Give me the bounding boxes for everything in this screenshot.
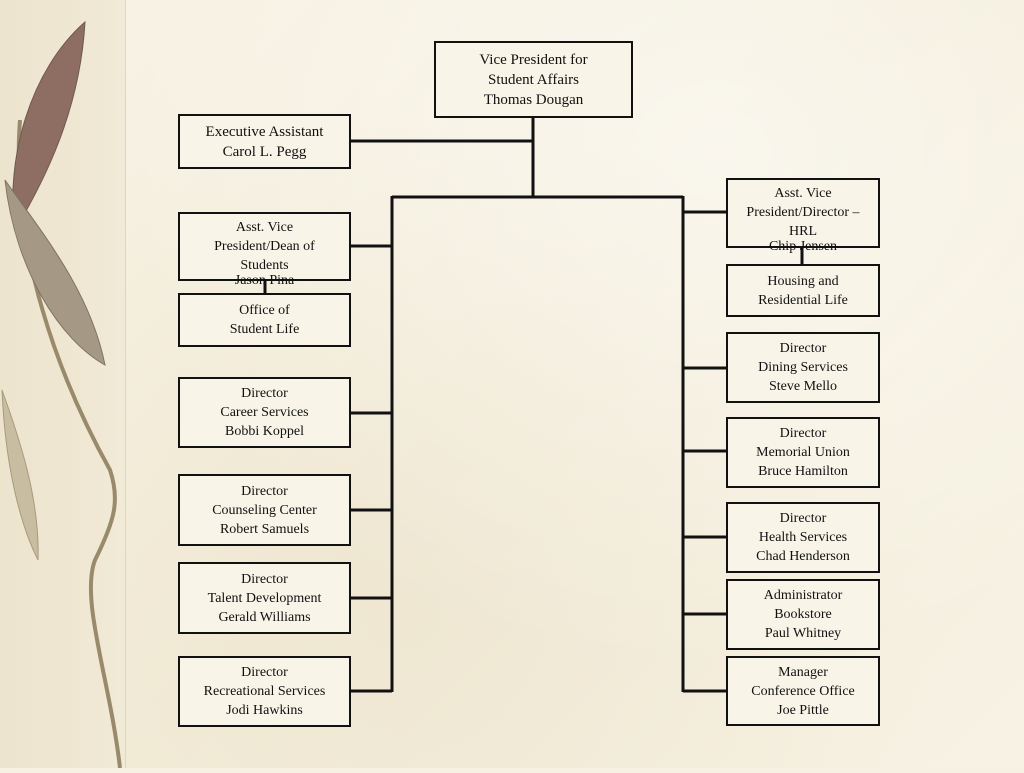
talent-line-2: Talent Development: [207, 590, 322, 606]
union-line-2: Memorial Union: [756, 445, 850, 460]
student-life-box: Office of Student Life: [178, 293, 351, 347]
housing-line-1: Housing and: [767, 273, 839, 289]
dean-line-4: Jason Pina: [234, 273, 295, 288]
dining-services-box: Director Dining Services Steve Mello: [726, 332, 880, 403]
health-line-1: Director: [779, 511, 827, 526]
exec-assistant-line-2: Carol L. Pegg: [222, 143, 307, 160]
housing-line-2: Residential Life: [758, 292, 848, 308]
vp-box: Vice President for Student Affairs Thoma…: [434, 41, 633, 118]
conference-line-1: Manager: [778, 664, 828, 680]
exec-assistant-line-1: Executive Assistant: [205, 123, 324, 140]
health-line-3: Chad Henderson: [756, 549, 850, 564]
career-services-box: Director Career Services Bobbi Koppel: [178, 377, 351, 448]
career-line-2: Career Services: [220, 405, 309, 420]
hrl-line-4: Chip Jensen: [768, 239, 838, 254]
vp-line-3: Thomas Dougan: [483, 91, 584, 108]
bookstore-line-3: Paul Whitney: [764, 626, 842, 641]
exec-assistant-box: Executive Assistant Carol L. Pegg: [178, 114, 351, 169]
career-line-3: Bobbi Koppel: [225, 424, 304, 439]
dean-line-2: President/Dean of: [214, 239, 315, 254]
talent-development-box: Director Talent Development Gerald Willi…: [178, 562, 351, 634]
hrl-line-1: Asst. Vice: [774, 186, 832, 201]
talent-line-1: Director: [241, 571, 288, 587]
recreation-line-2: Recreational Services: [203, 684, 326, 699]
recreational-services-box: Director Recreational Services Jodi Hawk…: [178, 656, 351, 727]
conference-line-3: Joe Pittle: [777, 702, 829, 718]
recreation-line-1: Director: [241, 665, 288, 680]
dining-line-1: Director: [779, 341, 827, 356]
bookstore-line-1: Administrator: [763, 588, 843, 603]
bookstore-line-2: Bookstore: [774, 607, 832, 622]
hrl-line-2: President/Director –: [746, 205, 860, 220]
leaf-middle: [4, 179, 106, 366]
counseling-line-3: Robert Samuels: [219, 521, 310, 537]
memorial-union-box: Director Memorial Union Bruce Hamilton: [726, 417, 880, 488]
vp-line-1: Vice President for: [479, 51, 588, 68]
leaf-lower: [1, 389, 39, 561]
health-line-2: Health Services: [758, 530, 848, 545]
dining-line-3: Steve Mello: [768, 379, 838, 394]
counseling-line-1: Director: [241, 483, 288, 499]
counseling-line-2: Counseling Center: [212, 502, 317, 518]
student-life-line-1: Office of: [239, 303, 290, 318]
talent-line-3: Gerald Williams: [218, 609, 311, 625]
union-line-1: Director: [779, 426, 827, 441]
dean-line-1: Asst. Vice: [235, 220, 294, 235]
dining-line-2: Dining Services: [758, 360, 848, 375]
career-line-1: Director: [241, 386, 288, 401]
dean-of-students-box: Asst. Vice President/Dean of Students Ja…: [178, 212, 351, 288]
counseling-center-box: Director Counseling Center Robert Samuel…: [178, 474, 351, 546]
conference-line-2: Conference Office: [751, 683, 855, 699]
conference-office-box: Manager Conference Office Joe Pittle: [726, 656, 880, 726]
union-line-3: Bruce Hamilton: [758, 464, 848, 479]
housing-residential-life-box: Housing and Residential Life: [726, 264, 880, 317]
hrl-box: Asst. Vice President/Director – HRL Chip…: [726, 178, 880, 254]
dean-line-3: Students: [240, 258, 289, 273]
student-life-line-2: Student Life: [229, 322, 300, 337]
hrl-line-3: HRL: [789, 224, 817, 239]
leaf-decoration: [0, 0, 126, 769]
recreation-line-3: Jodi Hawkins: [226, 703, 303, 718]
bookstore-box: Administrator Bookstore Paul Whitney: [726, 579, 880, 650]
health-services-box: Director Health Services Chad Henderson: [726, 502, 880, 573]
vp-line-2: Student Affairs: [488, 71, 579, 88]
